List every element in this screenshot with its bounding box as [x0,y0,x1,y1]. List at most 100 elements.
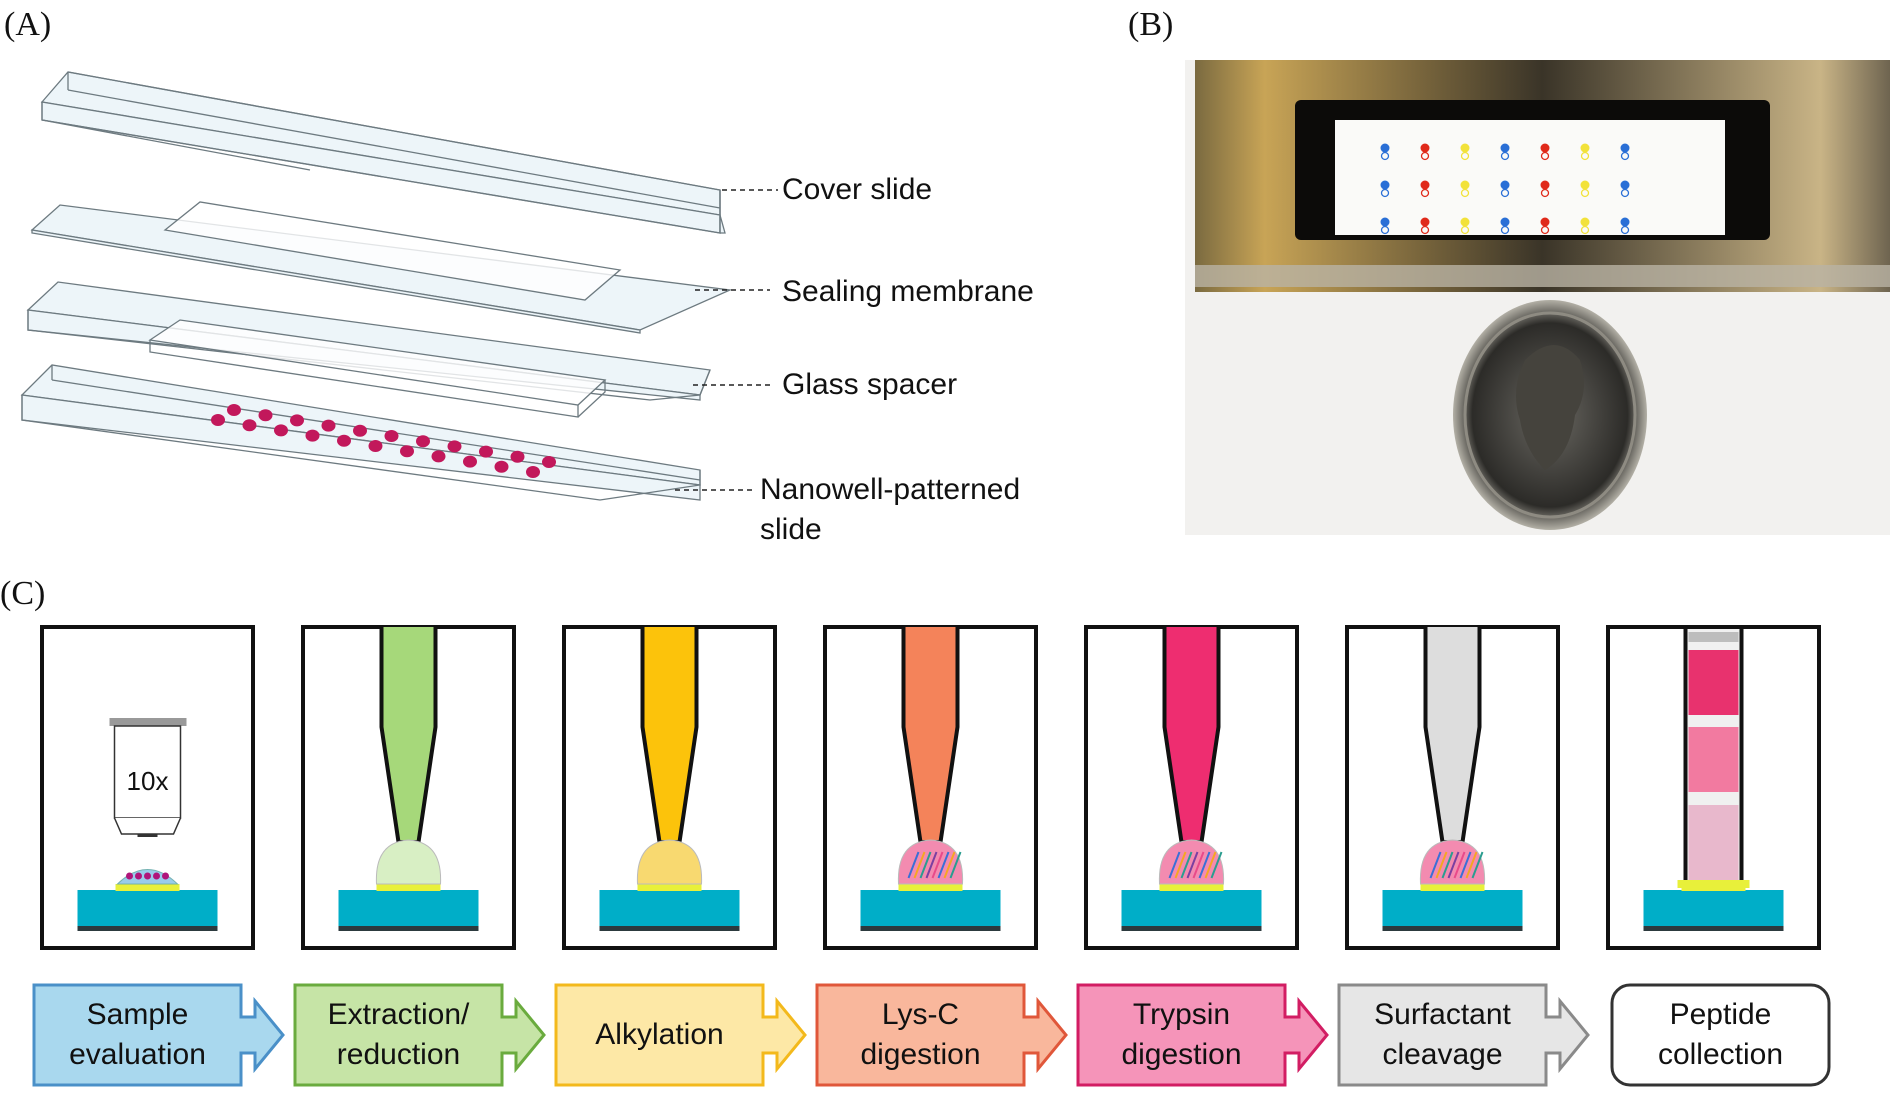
peptide-fragment [1192,851,1205,879]
dot-reflection [1500,151,1510,161]
step-box [293,983,546,1087]
nanowell [368,440,383,452]
colored-dot-grid [1380,143,1630,235]
peptide-fragment [913,851,926,879]
substrate-base [1643,926,1784,931]
colored-dot [1580,217,1590,227]
nanowell [431,450,446,463]
nanowell [447,440,462,453]
step-illustration [301,625,516,950]
peptide-fragment [1459,851,1472,879]
step-label-line1: Peptide [1669,998,1772,1031]
nanowell [463,455,477,468]
step-label-text: Peptide collection [1658,995,1783,1075]
panel-a-exploded-view [20,71,778,501]
step-illustration: 10x [40,625,255,950]
nanowell [321,419,336,432]
colored-dot [1500,143,1510,153]
step-box [1610,983,1831,1087]
nanowell [353,424,367,437]
step-label-text: Extraction/reduction [328,995,470,1075]
nanowell [384,430,399,442]
substrate [338,890,479,928]
step-label-line1: Alkylation [595,1018,724,1051]
peptide-fragment [1180,851,1193,879]
colored-dot [1540,217,1550,227]
colored-dot [1540,143,1550,153]
substrate [1643,890,1784,928]
callout-nanowell-slide: Nanowell-patterned slide [760,470,1020,550]
step-illustration [1084,625,1299,950]
step-label-text: Trypsin digestion [1121,995,1241,1075]
step-label: Extraction/reduction [295,985,502,1085]
hydrophilic-spot [898,884,963,891]
column-plug [1688,632,1739,642]
step-label-text: Alkylation [595,1015,723,1055]
panel-a-label: (A) [4,6,52,43]
substrate-base [77,926,218,931]
nanowell [211,414,225,426]
substrate [860,890,1001,928]
peptide-fragment [1465,851,1478,879]
dot-reflection [1420,151,1430,161]
dot-reflection [1620,225,1630,235]
dot-reflection [1500,225,1510,235]
colored-dot [1500,180,1510,190]
step-label-line2: cleavage [1382,1038,1503,1071]
fraction-2 [1688,727,1739,792]
nanowell [258,409,273,422]
nanowell [416,435,430,448]
hydrophilic-spot [1677,880,1750,888]
nanowell-window [1335,120,1725,235]
nanowell [479,445,493,458]
hydrophilic-spot [115,884,180,891]
nanowell [305,429,320,442]
peptide-fragment [1168,851,1181,879]
nanowell [526,466,540,478]
substrate [77,890,218,928]
peptide-fragment [1447,851,1460,879]
colored-dot [1380,143,1390,153]
peptide-fragment [1186,851,1199,879]
step-label-line2: collection [1657,1038,1784,1071]
step-box [554,983,807,1087]
cell [135,872,142,880]
colored-dot [1420,217,1430,227]
nanowell [542,456,556,468]
nanowell [337,434,351,447]
step-illustration [1606,625,1821,950]
objective-magnification: 10x [127,766,169,796]
cover-slide-layer [40,71,726,234]
objective-tip [137,834,158,837]
colored-dot [1620,180,1630,190]
step-label-line1: Sample [86,998,189,1031]
callout-sealing-membrane: Sealing membrane [782,275,1034,308]
substrate-base [1382,926,1523,931]
colored-dot [1420,143,1430,153]
step-box [815,983,1068,1087]
dot-reflection [1460,188,1470,198]
colored-dot [1460,143,1470,153]
step-label-line2: digestion [1121,1038,1242,1071]
dot-reflection [1420,188,1430,198]
glass-spacer-layer [26,281,711,418]
coin-portrait [1516,345,1584,470]
substrate-base [599,926,740,931]
dot-reflection [1460,225,1470,235]
peptide-fragment [949,851,962,879]
dot-reflection [1580,225,1590,235]
nanowell [510,450,525,463]
colored-dot [1500,217,1510,227]
dot-reflection [1380,188,1390,198]
chip-photo [1185,60,1890,535]
step-label-line1: Trypsin [1132,998,1231,1031]
nanowell [494,460,509,473]
step-label-line1: Extraction/ [327,998,470,1031]
peptide-fragment [1429,851,1442,879]
chip-photo-drawing [1195,60,1890,530]
